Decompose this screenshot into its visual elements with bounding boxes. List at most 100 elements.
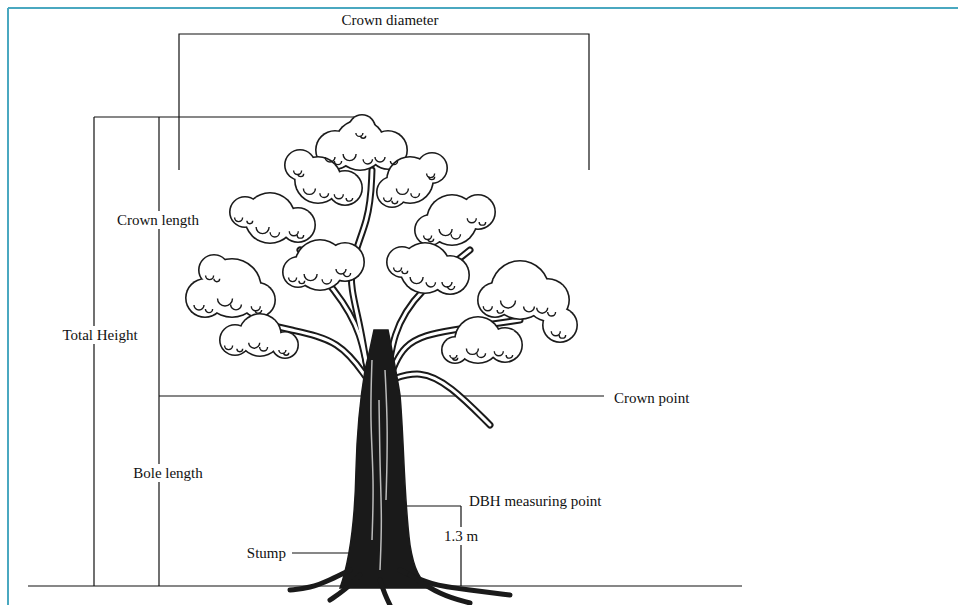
leaf-texture <box>194 305 204 310</box>
bark-streak <box>379 400 381 570</box>
leaf-texture <box>237 349 243 352</box>
crown-outline <box>542 307 578 343</box>
leaf-texture <box>479 222 485 225</box>
crown-cluster <box>282 239 365 291</box>
total-height-label: Total Height <box>60 326 139 344</box>
leaf-texture <box>426 282 435 287</box>
leaf-texture <box>255 310 261 313</box>
crown-fill <box>286 151 315 180</box>
branch-highlight <box>390 374 490 425</box>
leaf-texture <box>270 232 279 237</box>
leaf-texture <box>439 229 452 236</box>
leaf-texture <box>343 273 350 277</box>
crown-cluster <box>185 254 276 318</box>
leaf-texture <box>411 193 420 197</box>
leaf-texture <box>559 335 565 338</box>
leaf-texture <box>214 279 220 282</box>
leaf-texture <box>497 310 503 313</box>
bark-streak <box>385 370 387 500</box>
crown-fill <box>187 280 224 317</box>
crown-diameter-bracket <box>179 34 589 170</box>
leaf-texture <box>410 277 423 283</box>
root <box>400 570 510 595</box>
dbh-line <box>398 505 461 506</box>
leaf-texture <box>225 346 233 350</box>
leaf-texture <box>428 239 434 242</box>
leaf-texture <box>392 201 398 204</box>
dimension-label: 1.3 m <box>442 527 480 545</box>
root <box>380 580 390 605</box>
leaf-texture <box>206 276 214 280</box>
stump-label: Stump <box>245 544 288 562</box>
leaf-texture <box>343 154 356 161</box>
leaf-texture <box>303 188 315 194</box>
leaf-texture <box>524 307 535 312</box>
leaf-texture <box>494 351 503 356</box>
root <box>410 575 470 603</box>
bole-length-label: Bole length <box>131 464 205 482</box>
leaf-texture <box>363 159 372 164</box>
leaf-texture <box>453 358 458 361</box>
crown-fill <box>378 178 407 207</box>
crown-fill <box>432 257 469 294</box>
leaf-texture <box>304 274 317 281</box>
crown-fill <box>388 248 417 277</box>
leaf-texture <box>322 279 331 284</box>
trunk <box>340 330 430 588</box>
leaf-texture <box>320 193 329 197</box>
leaf-texture <box>298 174 304 177</box>
crown-fill <box>282 209 315 242</box>
leaf-texture <box>451 234 460 239</box>
branch <box>390 374 490 425</box>
total-height-line <box>93 117 94 586</box>
crown-fill <box>544 309 577 342</box>
crown-fill <box>418 154 447 183</box>
crown-cluster <box>386 242 470 295</box>
dbh-height-line <box>460 506 461 586</box>
crown-bole-line <box>158 117 159 586</box>
leaf-texture <box>384 198 392 202</box>
leaf-texture <box>427 174 435 178</box>
leaf-texture <box>249 343 260 349</box>
leaf-texture <box>247 221 253 224</box>
leaf-texture <box>501 301 516 309</box>
crown-point-label: Crown point <box>612 389 691 407</box>
leaf-texture <box>334 194 343 199</box>
leaf-texture <box>483 306 492 311</box>
crown-fill <box>479 284 512 317</box>
leaf-texture <box>346 198 352 201</box>
leaf-texture <box>537 308 548 314</box>
crown-fill <box>350 116 375 141</box>
frame-line <box>8 7 958 9</box>
leaf-texture <box>375 157 385 162</box>
crown-fill <box>416 216 445 245</box>
leaf-texture <box>299 281 305 284</box>
leaf-texture <box>477 353 486 357</box>
tree-drawing <box>185 114 578 605</box>
leaf-texture <box>279 350 286 354</box>
leaf-texture <box>256 227 269 234</box>
leaf-texture <box>297 235 303 238</box>
crown-length-label: Crown length <box>115 211 201 229</box>
root <box>330 575 360 600</box>
crown-cluster <box>219 313 299 359</box>
bark-streak <box>371 360 373 540</box>
crown-fill <box>273 333 298 358</box>
leaf-texture <box>548 312 556 316</box>
leaf-texture <box>396 188 408 194</box>
crown-fill <box>443 338 468 363</box>
crown-cluster <box>441 316 523 364</box>
crown-diameter-label: Crown diameter <box>339 11 440 29</box>
crown-cluster <box>284 149 363 206</box>
stump-leader <box>292 552 350 553</box>
crown-fill <box>231 198 260 227</box>
crown-cluster <box>414 194 496 246</box>
crown-fill <box>489 329 522 362</box>
leaf-texture <box>289 278 297 282</box>
leaf-texture <box>334 161 341 165</box>
crown-cluster <box>229 192 316 244</box>
crown-fill <box>462 196 495 229</box>
crown-fill <box>327 244 364 281</box>
leaf-texture <box>205 309 212 313</box>
